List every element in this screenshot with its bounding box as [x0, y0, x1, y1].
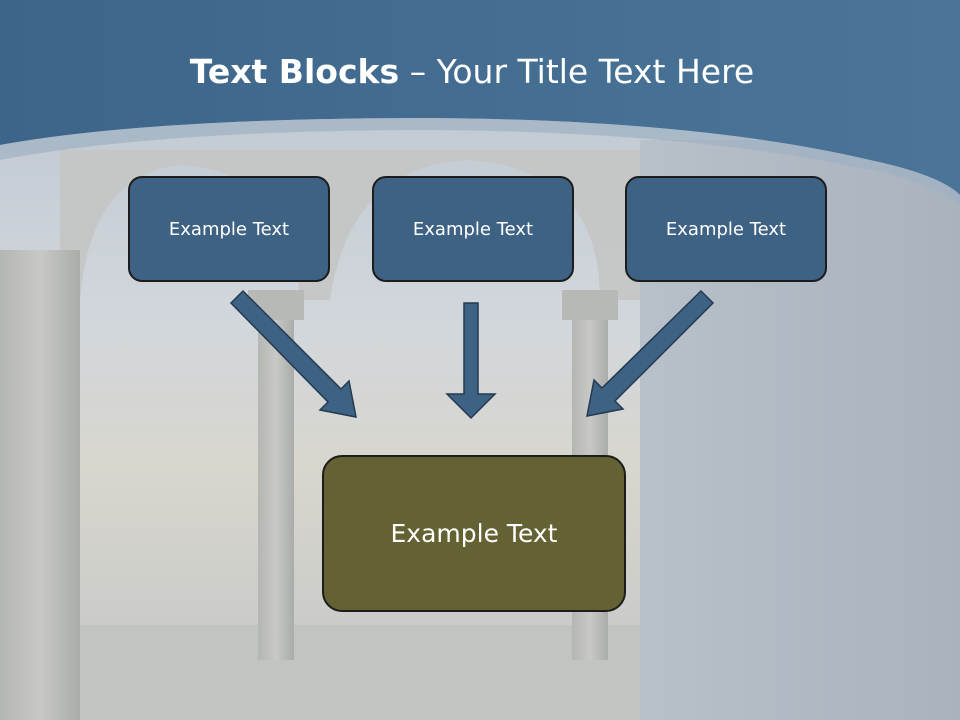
text-block-right[interactable]: Example Text [625, 176, 827, 282]
arrow-middle [445, 302, 497, 420]
title-bold: Text Blocks [189, 52, 400, 91]
column-capital-right [562, 290, 618, 320]
arrow-left [229, 289, 357, 418]
text-block-middle-label: Example Text [412, 218, 534, 240]
header-band [0, 0, 960, 195]
arrow-right [586, 289, 715, 417]
left-pier [0, 250, 80, 720]
arches [60, 150, 640, 300]
title-dash: – [399, 52, 437, 91]
text-block-left-label: Example Text [168, 218, 290, 240]
slide-title: Text Blocks – Your Title Text Here [0, 52, 944, 91]
text-block-bottom-label: Example Text [390, 519, 558, 548]
text-block-left[interactable]: Example Text [128, 176, 330, 282]
title-rest: Your Title Text Here [436, 52, 755, 91]
text-block-middle[interactable]: Example Text [372, 176, 574, 282]
text-block-right-label: Example Text [665, 218, 787, 240]
header-arc [0, 118, 960, 205]
text-block-bottom[interactable]: Example Text [322, 455, 626, 612]
